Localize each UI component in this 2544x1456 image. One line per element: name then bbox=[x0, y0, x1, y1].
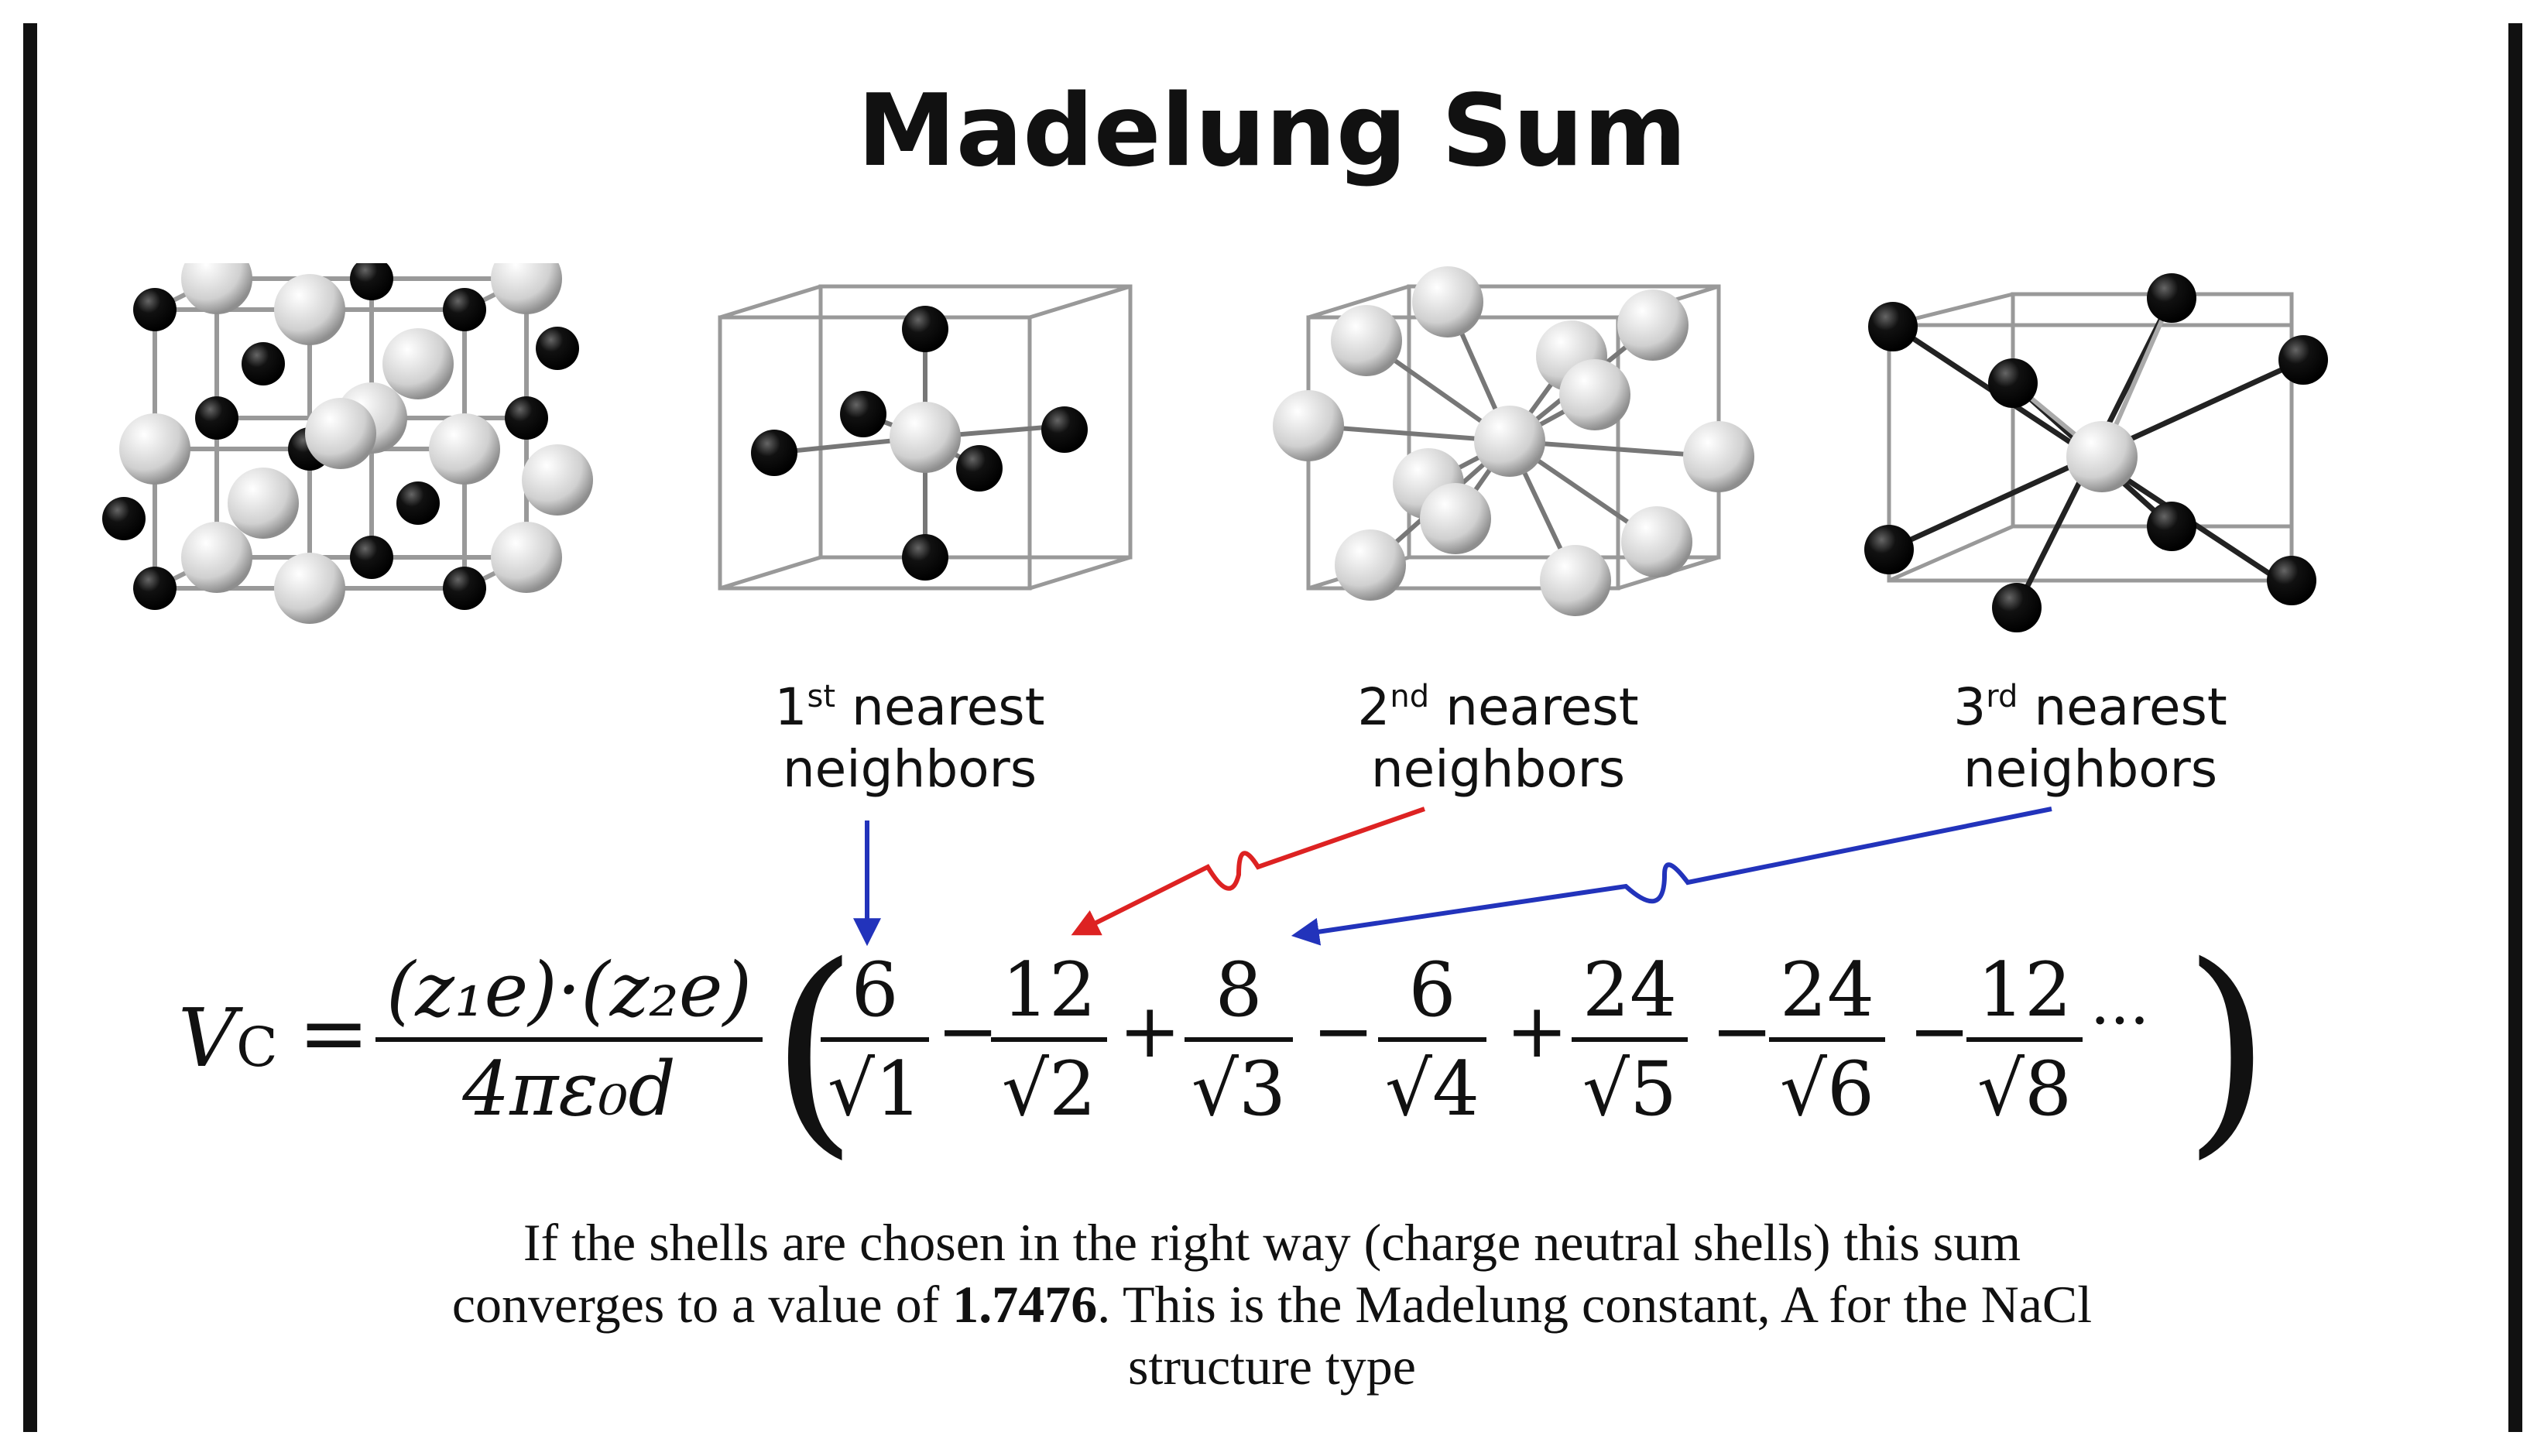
term-7: 12√8 bbox=[1966, 944, 2083, 1135]
term-2-sign: − bbox=[937, 988, 999, 1074]
term-6-sign: − bbox=[1711, 988, 1774, 1074]
page-title: Madelung Sum bbox=[857, 74, 1687, 189]
third-neighbors-label: 3rd nearest neighbors bbox=[1953, 677, 2227, 799]
term-3: 8√3 bbox=[1185, 944, 1293, 1135]
term-5-sign: + bbox=[1506, 988, 1569, 1074]
caption-text: If the shells are chosen in the right wa… bbox=[451, 1213, 2093, 1396]
close-paren: ) bbox=[2183, 918, 2271, 1179]
arrow-second-neighbors bbox=[1071, 807, 1425, 936]
crystal-diagrams bbox=[102, 263, 2328, 632]
term-6: 24√6 bbox=[1769, 944, 1885, 1135]
madelung-value: 1.7476 bbox=[952, 1275, 1098, 1334]
ellipsis: ··· bbox=[2090, 985, 2150, 1057]
second-neighbors-label: 2nd nearest neighbors bbox=[1357, 677, 1639, 799]
nacl-ions bbox=[102, 263, 593, 624]
crystal-figures bbox=[0, 263, 2544, 650]
term-3-sign: + bbox=[1119, 988, 1181, 1074]
first-neighbors-figure bbox=[718, 284, 1133, 591]
left-border bbox=[23, 23, 37, 1432]
arrow-third-neighbors bbox=[1291, 807, 2052, 946]
madelung-equation: VC = (z₁e)·(z₂e) 4πε₀d ( 6√1 − 12√2 + 8√… bbox=[170, 937, 2271, 1161]
term-2: 12√2 bbox=[991, 944, 1107, 1135]
term-5: 24√5 bbox=[1572, 944, 1688, 1135]
term-4: 6√4 bbox=[1378, 944, 1486, 1135]
term-1: 6√1 bbox=[821, 944, 929, 1135]
term-7-sign: − bbox=[1908, 988, 1971, 1074]
prefactor-fraction: (z₁e)·(z₂e) 4πε₀d bbox=[375, 944, 763, 1135]
open-paren: ( bbox=[770, 918, 859, 1179]
equation-lhs: VC bbox=[178, 991, 278, 1085]
right-border bbox=[2508, 23, 2522, 1432]
second-neighbors-figure bbox=[1273, 266, 1754, 616]
equals-sign: = bbox=[298, 983, 370, 1082]
first-neighbors-label: 1st nearest neighbors bbox=[774, 677, 1045, 799]
term-4-sign: − bbox=[1312, 988, 1375, 1074]
third-neighbors-figure bbox=[1864, 273, 2328, 632]
